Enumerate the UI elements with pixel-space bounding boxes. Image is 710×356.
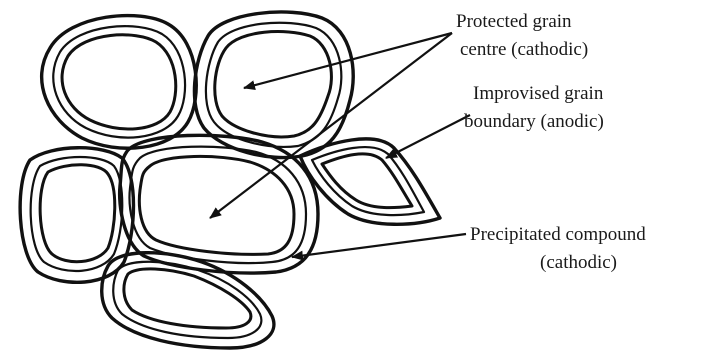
grain-left-middle [20,148,133,283]
arrow-precipitate-to-boundary [292,234,466,257]
label-protected-grain-line1: Protected grain [456,11,572,32]
arrow-protected-to-centre-grain [210,33,452,218]
label-precipitate-line2: (cathodic) [540,252,617,273]
label-grain-boundary-line2: boundary (anodic) [464,111,604,132]
arrow-boundary-to-right-grain [386,115,470,158]
label-grain-boundary-line1: Improvised grain [473,83,604,104]
grain-top-left [42,16,197,149]
grain-bottom [102,253,274,348]
label-protected-grain-line2: centre (cathodic) [460,39,588,60]
arrow-protected-to-top-grain [244,33,452,88]
label-precipitate-line1: Precipitated compound [470,224,646,245]
grain-right-middle [300,139,440,224]
